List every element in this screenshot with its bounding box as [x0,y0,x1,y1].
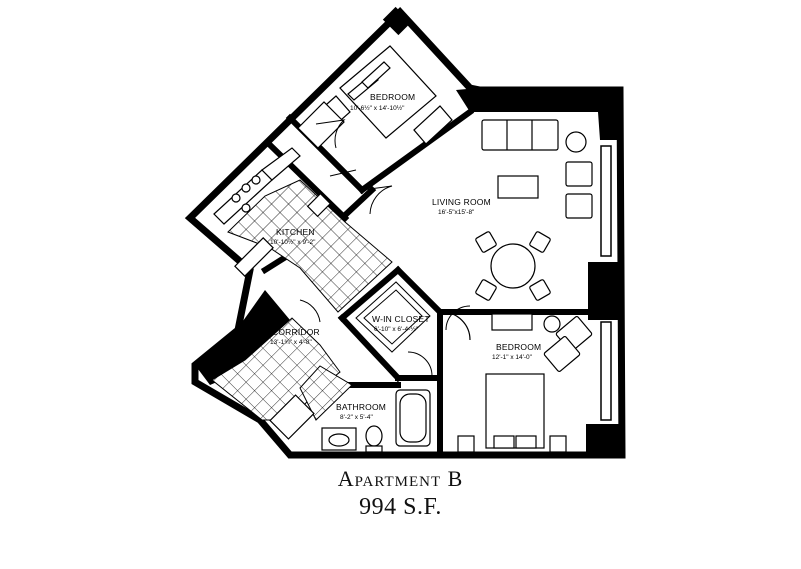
living-room-name: LIVING ROOM [432,197,491,207]
room-labels: BEDROOM 10'-6½" x 14'-10½" LIVING ROOM 1… [270,92,541,421]
kitchen-counters [213,147,332,277]
bathroom-fixtures [269,389,431,453]
closet-shelving [355,281,433,377]
living-room-furniture [475,119,593,301]
corridor-name: CORRIDOR [272,327,320,337]
bedroom-right-furniture [441,311,593,453]
bathroom-dims: 8'-2" x 5'-4" [340,414,373,421]
interior-walls [260,107,607,458]
walk-in-closet-name: W-IN CLOSET [372,314,430,324]
corridor-dims: 13'-1¾" x 4'-8" [270,339,312,346]
walk-in-closet-dims: 6'-10" x 6'-4-½" [374,325,419,333]
door-swings [299,119,471,331]
bedroom-top-furniture [297,45,453,149]
apartment-title: Apartment B [337,466,464,491]
tile-floor [211,179,393,421]
bathroom-name: BATHROOM [336,402,386,412]
bedroom-right-name: BEDROOM [496,342,541,352]
bedroom-right-dims: 12'-1" x 14'-0" [492,354,533,361]
bedroom-top-dims: 10'-6½" x 14'-10½" [350,104,405,112]
kitchen-name: KITCHEN [276,227,315,237]
bedroom-top-name: BEDROOM [370,92,415,102]
apartment-area: 994 S.F. [359,494,442,520]
kitchen-dims: 10'-10½" x 9'-2" [270,238,316,246]
living-room-dims: 16'-5"x15'-8" [438,209,475,216]
